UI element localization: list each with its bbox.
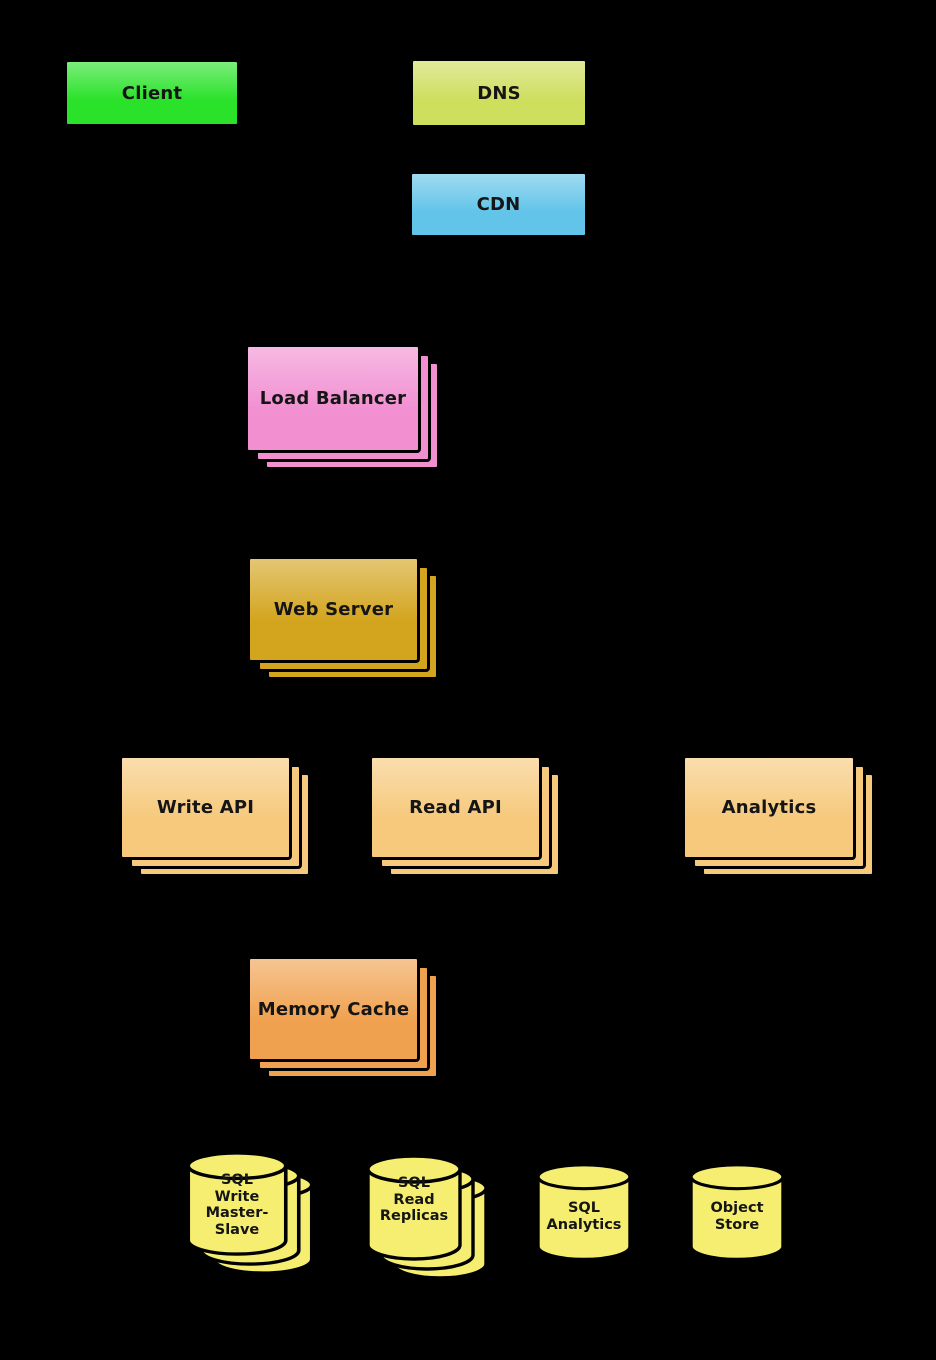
node-label: SQL Analytics — [546, 1200, 622, 1233]
node-sql-write-master-slave: SQL Write Master- Slave SQL Write Master… — [184, 1150, 314, 1275]
database-cylinder-icon — [689, 1163, 785, 1261]
node-card: CDN — [409, 171, 588, 238]
node-dns: DNS — [410, 58, 588, 128]
node-card: Read API — [369, 755, 542, 860]
node-card: Client — [64, 59, 240, 127]
node-card: Analytics — [682, 755, 856, 860]
node-label: Web Server — [273, 599, 394, 620]
node-memory-cache: Memory Cache — [247, 956, 439, 1079]
node-card: Memory Cache — [247, 956, 420, 1062]
node-label: SQL Write Master- Slave — [205, 1172, 269, 1238]
node-card: Write API — [119, 755, 292, 860]
cylinder-front-layer: SQL Analytics — [534, 1162, 634, 1263]
node-web-server: Web Server — [247, 556, 439, 680]
node-write-api: Write API — [119, 755, 311, 877]
node-sql-read-replicas: SQL Read Replicas SQL Read Replicas SQL … — [364, 1153, 488, 1280]
node-label: Client — [121, 82, 183, 104]
node-label: Write API — [156, 797, 255, 818]
node-sql-analytics: SQL Analytics — [534, 1162, 634, 1263]
node-card: Web Server — [247, 556, 420, 663]
node-analytics: Analytics — [682, 755, 875, 877]
database-cylinder-icon — [536, 1163, 632, 1261]
cylinder-front-layer: SQL Read Replicas — [364, 1153, 464, 1263]
node-label: Load Balancer — [259, 388, 407, 409]
database-cylinder-icon — [366, 1154, 462, 1261]
node-card: Load Balancer — [245, 344, 421, 453]
cylinder-front-layer: Object Store — [687, 1162, 787, 1263]
node-label: Read API — [409, 797, 502, 818]
node-label: DNS — [477, 82, 521, 104]
node-client: Client — [64, 59, 240, 127]
node-read-api: Read API — [369, 755, 561, 877]
node-cdn: CDN — [409, 171, 588, 238]
node-card: DNS — [410, 58, 588, 128]
node-label: CDN — [476, 194, 521, 215]
node-load-balancer: Load Balancer — [245, 344, 440, 470]
node-object-store: Object Store — [687, 1162, 787, 1263]
node-label: Object Store — [710, 1200, 764, 1233]
node-label: SQL Read Replicas — [379, 1175, 449, 1225]
cylinder-front-layer: SQL Write Master- Slave — [184, 1150, 290, 1258]
node-label: Memory Cache — [257, 998, 410, 1020]
database-cylinder-icon — [186, 1151, 288, 1256]
node-label: Analytics — [721, 797, 817, 818]
